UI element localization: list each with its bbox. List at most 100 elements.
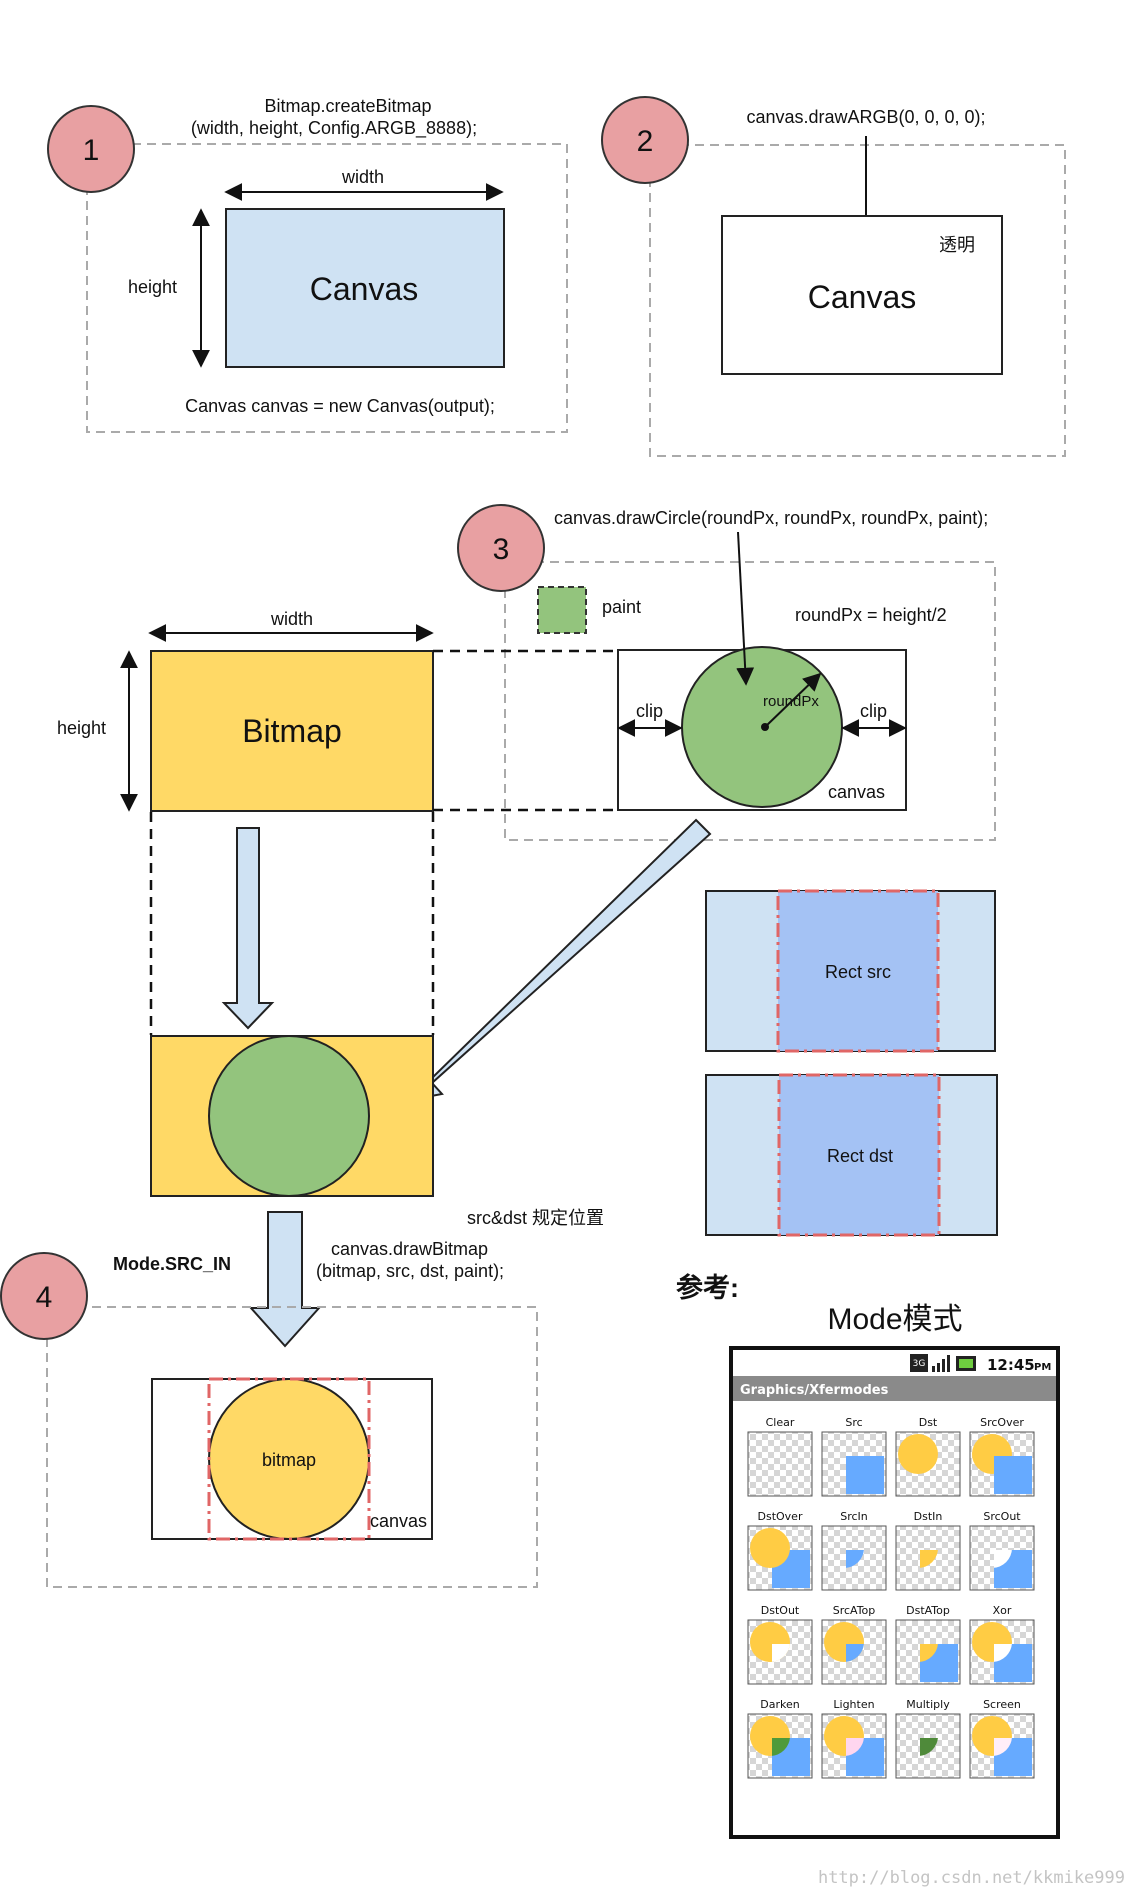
step2-code: canvas.drawARGB(0, 0, 0, 0); bbox=[746, 107, 985, 127]
bitmap-rect bbox=[150, 650, 434, 812]
phone-status-bar bbox=[733, 1350, 1056, 1376]
roundpx-equation: roundPx = height/2 bbox=[795, 605, 947, 625]
rect-src-inner bbox=[776, 889, 940, 1053]
step4-dst-rect bbox=[207, 1377, 371, 1541]
mode-tile-srcin: SrcIn bbox=[821, 1510, 887, 1591]
phone-time: 12:45 bbox=[987, 1356, 1035, 1374]
step2-canvas-rect bbox=[721, 215, 1003, 375]
rect-dst-label: Rect dst bbox=[827, 1146, 893, 1166]
mode-label: Screen bbox=[983, 1698, 1021, 1711]
step2-frame bbox=[649, 144, 1066, 457]
rects-group: Rect src Rect dst src&dst 规定位置 bbox=[467, 889, 998, 1237]
bitmap-down-arrow bbox=[221, 827, 275, 1030]
step1-canvas-label: Canvas bbox=[310, 271, 419, 307]
battery-icon bbox=[956, 1356, 976, 1371]
step3-frame bbox=[504, 561, 996, 841]
step2-canvas-label: Canvas bbox=[808, 279, 917, 315]
bitmap-width-label: width bbox=[270, 609, 313, 629]
step4-mode-label: Mode.SRC_IN bbox=[113, 1254, 231, 1274]
mode-tile-screen: Screen bbox=[969, 1698, 1035, 1779]
mode-label: Lighten bbox=[833, 1698, 874, 1711]
mode-tile-dst: Dst bbox=[895, 1416, 961, 1497]
step3-badge bbox=[457, 504, 545, 592]
mode-label: DstOver bbox=[758, 1510, 803, 1523]
step1-width-label: width bbox=[341, 167, 384, 187]
phone-title-bar bbox=[733, 1376, 1056, 1401]
step4-number: 4 bbox=[36, 1281, 53, 1314]
step1-height-label: height bbox=[128, 277, 177, 297]
bitmap-label: Bitmap bbox=[242, 713, 342, 749]
mode-tile-xor: Xor bbox=[969, 1604, 1035, 1685]
mode-label: SrcATop bbox=[833, 1604, 876, 1617]
step1-badge bbox=[47, 105, 135, 193]
step1-frame bbox=[86, 143, 568, 433]
mode-tile-dstin: DstIn bbox=[895, 1510, 961, 1591]
roundpx-label: roundPx bbox=[763, 693, 819, 710]
paint-swatch bbox=[537, 586, 587, 634]
mode-tile-dstover: DstOver bbox=[747, 1510, 813, 1591]
mode-label: DstOut bbox=[761, 1604, 800, 1617]
paint-label: paint bbox=[602, 597, 641, 617]
step1-create-line1: Bitmap.createBitmap bbox=[264, 96, 431, 116]
mode-label: Xor bbox=[993, 1604, 1012, 1617]
step3-code: canvas.drawCircle(roundPx, roundPx, roun… bbox=[554, 508, 988, 528]
mode-label: Dst bbox=[919, 1416, 938, 1429]
combined-green-circle bbox=[208, 1035, 370, 1197]
mode-tile-src: Src bbox=[821, 1416, 887, 1497]
step1-create-line2: (width, height, Config.ARGB_8888); bbox=[191, 118, 477, 139]
mode-tile-dstout: DstOut bbox=[747, 1604, 813, 1685]
radius-arrow bbox=[764, 672, 822, 728]
step4-frame bbox=[46, 1306, 538, 1588]
mode-title: Mode模式 bbox=[827, 1303, 962, 1336]
mode-tile-lighten: Lighten bbox=[821, 1698, 887, 1779]
step1-number: 1 bbox=[83, 134, 100, 167]
step2-badge bbox=[601, 96, 689, 184]
mode-tile-clear: Clear bbox=[747, 1416, 813, 1497]
signal-badge-text: 3G bbox=[913, 1359, 926, 1369]
mode-tile-dstatop: DstATop bbox=[895, 1604, 961, 1685]
step3-canvas-label: canvas bbox=[828, 782, 885, 802]
step3-code-arrow bbox=[736, 531, 755, 686]
mode-label: SrcIn bbox=[840, 1510, 868, 1523]
mode-label: SrcOver bbox=[980, 1416, 1024, 1429]
step2-transparent-label: 透明 bbox=[939, 235, 975, 255]
mode-tile-srcover: SrcOver bbox=[969, 1416, 1035, 1497]
step4-bitmap-label: bitmap bbox=[262, 1450, 316, 1470]
mode-label: Clear bbox=[766, 1416, 795, 1429]
step4-code-line2: (bitmap, src, dst, paint); bbox=[316, 1261, 504, 1281]
step1-code: Canvas canvas = new Canvas(output); bbox=[185, 396, 495, 416]
bitmap-section: width height Bitmap bbox=[57, 609, 712, 1348]
mode-label: DstATop bbox=[906, 1604, 950, 1617]
step2-number: 2 bbox=[637, 125, 654, 158]
step4-group: 4 Mode.SRC_IN canvas.drawBitmap (bitmap,… bbox=[0, 1239, 538, 1588]
step3-number: 3 bbox=[493, 533, 510, 566]
reference-title: 参考: bbox=[676, 1272, 739, 1303]
step3-group: 3 canvas.drawCircle(roundPx, roundPx, ro… bbox=[457, 504, 996, 841]
reference-group: 参考: Mode模式 3G 12:45 PM Graphics/Xfermode… bbox=[676, 1272, 1060, 1839]
clip-right-label: clip bbox=[860, 701, 887, 721]
merge-diagonal-arrow bbox=[408, 818, 712, 1102]
mode-label: Darken bbox=[760, 1698, 799, 1711]
mode-thumb-bg bbox=[747, 1431, 813, 1497]
bitmap-height-label: height bbox=[57, 718, 106, 738]
step4-badge bbox=[0, 1252, 88, 1340]
mode-tile-darken: Darken bbox=[747, 1698, 813, 1779]
mode-label: SrcOut bbox=[983, 1510, 1021, 1523]
mode-tile-srcout: SrcOut bbox=[969, 1510, 1035, 1591]
mode-label: Multiply bbox=[906, 1698, 950, 1711]
step1-group: 1 Bitmap.createBitmap (width, height, Co… bbox=[47, 96, 568, 433]
rect-src-label: Rect src bbox=[825, 962, 891, 982]
mode-label: Src bbox=[845, 1416, 862, 1429]
step2-group: 2 canvas.drawARGB(0, 0, 0, 0); Canvas 透明 bbox=[601, 96, 1066, 457]
clip-left-label: clip bbox=[636, 701, 663, 721]
step4-code-line1: canvas.drawBitmap bbox=[331, 1239, 488, 1259]
mode-label: DstIn bbox=[914, 1510, 943, 1523]
rect-note: src&dst 规定位置 bbox=[467, 1208, 604, 1228]
step1-canvas-rect bbox=[225, 208, 505, 368]
phone-app-title: Graphics/Xfermodes bbox=[740, 1383, 889, 1398]
mode-tile-srcatop: SrcATop bbox=[821, 1604, 887, 1685]
signal-badge-icon bbox=[910, 1354, 928, 1372]
